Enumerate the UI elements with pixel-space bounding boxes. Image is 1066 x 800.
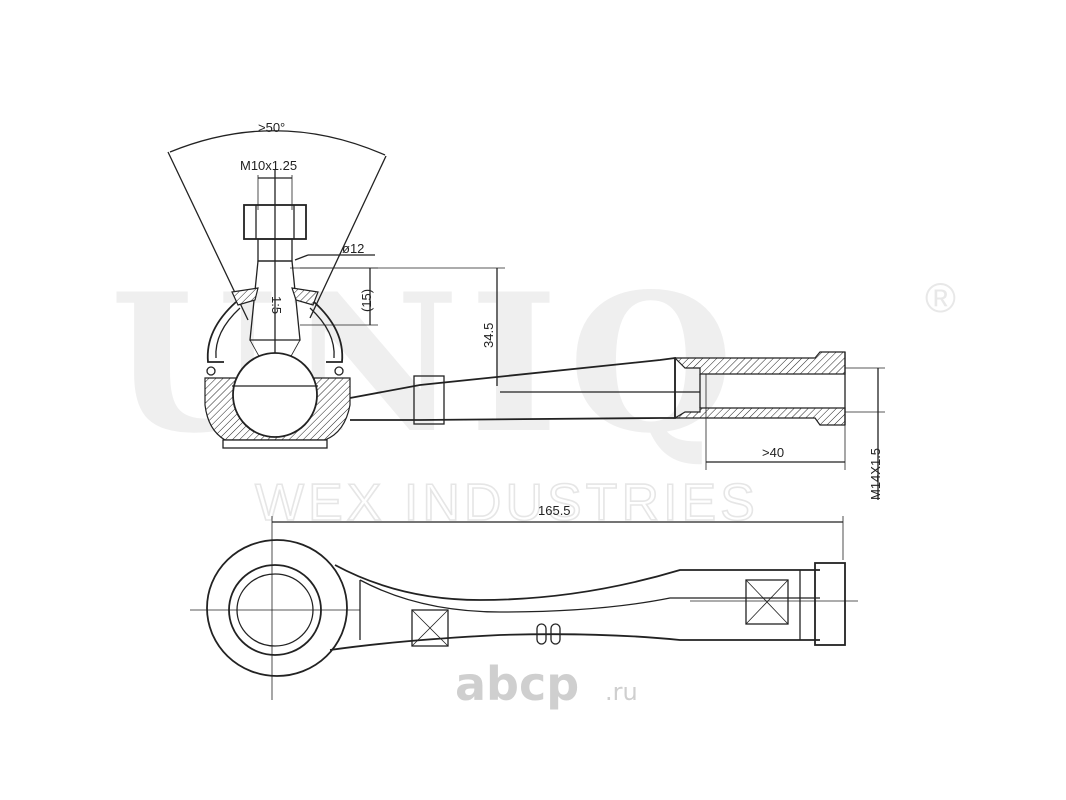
diameter-label: ø12 [342,241,364,256]
boot-clamp-left [231,287,259,306]
site-watermark: abcp [455,657,579,711]
angle-line-right [309,155,387,319]
mark-slot-1 [536,623,547,645]
angle-arc [169,130,386,156]
wrench-flat-arm [411,609,449,647]
angle-label: >50° [258,120,285,135]
length-label: 165.5 [538,503,571,518]
mark-slot-2 [550,623,561,645]
thread-depth-label: >40 [762,445,784,460]
offset-label: 34.5 [481,323,496,348]
dust-boot-right [313,301,344,363]
brand-watermark: UNIQ [110,252,744,475]
taper-label: 1:5 [269,296,284,314]
arm-rib [413,375,445,425]
arm-bottom-edge [329,633,820,651]
stud-thread-label: M10x1.25 [240,158,297,173]
registered-mark: ® [925,274,956,321]
site-watermark-tld: .ru [605,678,638,706]
dust-boot-left [206,301,237,363]
boot-clamp-right [291,287,319,306]
rod-thread-label: M14X1.5 [868,448,883,500]
ball-pin [232,352,318,438]
eye-outer [206,539,348,677]
rod-end [814,562,846,646]
arm-top-edge [334,564,820,601]
wrench-flat-rod [745,579,789,625]
height-label: (15) [359,289,374,312]
housing-cap [222,439,328,449]
company-watermark: WEX INDUSTRIES [255,474,759,532]
